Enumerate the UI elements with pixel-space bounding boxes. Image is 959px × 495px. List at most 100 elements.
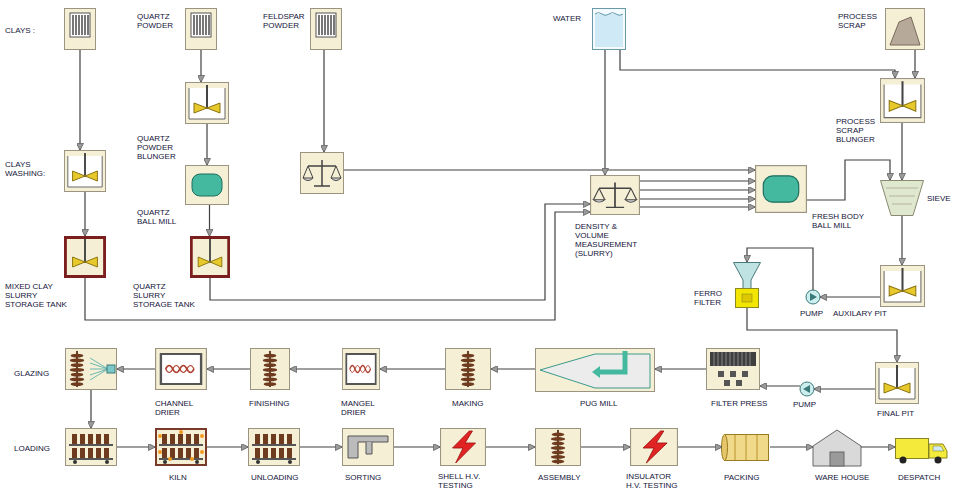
flow-arrow — [760, 385, 800, 386]
process-step: GLAZING — [65, 348, 117, 390]
process-step: FINAL PIT — [875, 362, 919, 404]
step-label: AUXILARY PIT — [833, 309, 887, 318]
flow-arrow — [207, 446, 248, 447]
process-step: PACKING — [722, 428, 770, 466]
flow-arrow — [300, 446, 342, 447]
process-step: FILTER PRESS — [706, 348, 760, 390]
step-label: FERRO FILTER — [694, 289, 730, 307]
step-label: FELDSPAR POWDER — [263, 12, 308, 30]
step-label: QUARTZ POWDER BLUNGER — [137, 134, 183, 161]
flow-arrow — [770, 446, 813, 447]
flow-arrow — [604, 50, 605, 175]
process-step: WARE HOUSE — [813, 428, 861, 466]
process-step: AUXILARY PIT — [880, 265, 925, 307]
step-label: PROCESS SCRAP BLUNGER — [836, 117, 878, 144]
process-step: SHELL H.V. TESTING — [440, 428, 486, 466]
flow-arrow — [640, 189, 755, 190]
step-label: FINAL PIT — [877, 409, 914, 418]
process-step: QUARTZ SLURRY STORAGE TANK — [190, 236, 230, 278]
step-label: CLAYS WASHING: — [5, 160, 57, 178]
flow-arrow — [820, 296, 880, 297]
flow-arrow — [655, 368, 706, 369]
step-label: WARE HOUSE — [815, 473, 869, 482]
process-step: MANGEL DRIER — [342, 348, 380, 390]
step-label: QUARTZ SLURRY STORAGE TANK — [133, 282, 199, 309]
step-label: FRESH BODY BALL MILL — [812, 212, 874, 230]
flow-arrow — [210, 204, 590, 300]
step-label: UNLOADING — [251, 473, 299, 482]
process-step: DENSITY & VOLUME MEASUREMENT (SLURRY) — [590, 175, 640, 215]
process-step: CLAYS : — [64, 8, 96, 50]
flow-arrow — [90, 390, 91, 428]
step-label: MANGEL DRIER — [341, 399, 385, 417]
process-step: CHANNEL DRIER — [155, 348, 207, 390]
process-step: PUMP — [806, 290, 820, 304]
flow-arrow — [394, 446, 440, 447]
step-label: PUMP — [793, 400, 816, 409]
step-label: FINISHING — [249, 399, 289, 408]
process-step: FELDSPAR POWDER — [310, 8, 342, 50]
step-label: QUARTZ BALL MILL — [137, 208, 183, 226]
step-label: ASSEMBLY — [538, 473, 581, 482]
process-step: CLAYS WASHING: — [64, 150, 106, 192]
step-label: CHANNEL DRIER — [155, 399, 203, 417]
process-step: QUARTZ POWDER BLUNGER — [185, 82, 229, 124]
flow-arrow — [290, 368, 342, 369]
flow-arrow — [861, 446, 895, 447]
flow-arrow — [814, 388, 875, 389]
flow-arrow — [581, 446, 630, 447]
process-step: ASSEMBLY — [535, 428, 581, 466]
flow-arrow — [380, 368, 445, 369]
process-step: FINISHING — [250, 348, 290, 390]
step-label: FILTER PRESS — [711, 399, 767, 408]
step-label: PUG MILL — [580, 399, 617, 408]
process-step: WATER — [592, 8, 626, 50]
step-label: MIXED CLAY SLURRY STORAGE TANK — [5, 282, 71, 309]
flow-arrow — [901, 123, 902, 180]
process-step: PROCESS SCRAP BLUNGER — [880, 78, 925, 123]
step-label: INSULATOR H.V. TESTING — [626, 472, 684, 490]
flow-arrow — [85, 212, 590, 320]
flow-arrow — [200, 50, 201, 82]
step-label: PROCESS SCRAP — [838, 12, 882, 30]
flow-arrow — [914, 50, 915, 78]
flow-arrow — [207, 368, 250, 369]
process-step: KILN — [155, 428, 207, 466]
flow-arrow — [206, 124, 207, 165]
flow-arrow — [747, 308, 897, 362]
flow-arrow — [901, 216, 902, 265]
step-label: DENSITY & VOLUME MEASUREMENT (SLURRY) — [575, 222, 639, 258]
step-label: SHELL H.V. TESTING — [438, 472, 490, 490]
process-step: SORTING — [342, 428, 394, 466]
process-step: DESPATCH — [895, 428, 947, 466]
step-label: LOADING — [14, 444, 50, 453]
step-label: CLAYS : — [5, 26, 35, 35]
process-step: FRESH BODY BALL MILL — [755, 165, 807, 213]
flow-arrow — [117, 446, 155, 447]
process-step: MIXED CLAY SLURRY STORAGE TANK — [64, 236, 106, 278]
step-label: SORTING — [345, 473, 381, 482]
flow-arrow — [209, 205, 210, 236]
step-label: WATER — [553, 14, 581, 23]
step-label: KILN — [169, 473, 187, 482]
flow-arrow — [747, 248, 813, 290]
process-step: SIEVE — [880, 180, 924, 216]
process-step: MAKING — [445, 348, 491, 390]
step-label: QUARTZ POWDER — [137, 12, 182, 30]
flow-arrow — [491, 368, 535, 369]
flow-arrow — [620, 50, 895, 78]
process-step: UNLOADING — [248, 428, 300, 466]
flow-arrow — [84, 192, 85, 236]
process-step: INSULATOR H.V. TESTING — [630, 428, 678, 466]
process-step: PUMP — [800, 382, 814, 396]
process-step: PUG MILL — [535, 348, 655, 392]
process-step: FERRO FILTER — [733, 262, 761, 308]
step-label: PUMP — [800, 309, 823, 318]
step-label: GLAZING — [14, 369, 49, 378]
flow-arrow — [807, 160, 890, 200]
process-step: QUARTZ BALL MILL — [185, 165, 229, 205]
flow-arrow — [117, 368, 155, 369]
step-label: DESPATCH — [898, 473, 940, 482]
step-label: MAKING — [452, 399, 484, 408]
